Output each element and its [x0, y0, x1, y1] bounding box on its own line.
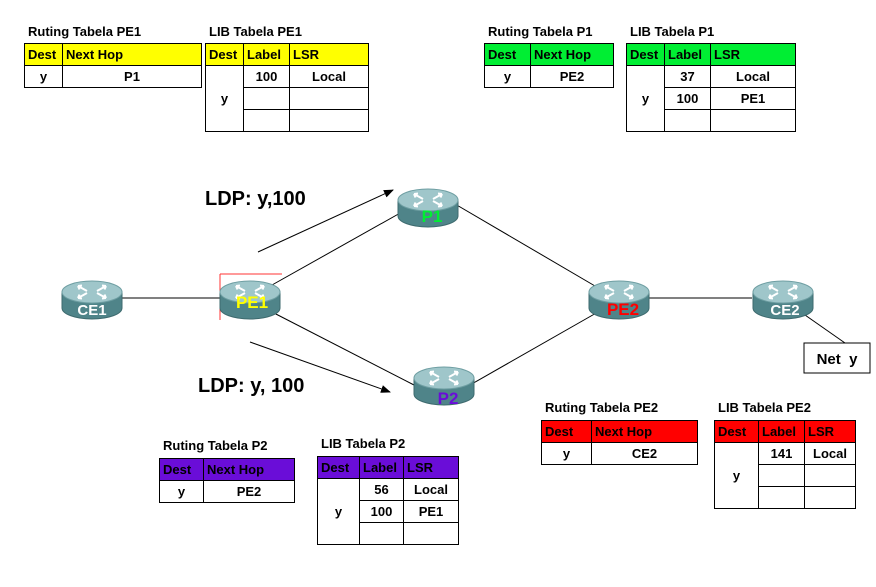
pe1-routing-table: Dest Next Hop y P1 [24, 43, 202, 88]
p1-routing-table-title: Ruting Tabela P1 [488, 24, 593, 39]
pe2-rt-header-next-hop: Next Hop [591, 420, 698, 443]
p2-lib-dest: y [317, 478, 360, 545]
link-p1-pe2 [454, 203, 596, 287]
pe2-routing-table: Dest Next Hop y CE2 [541, 420, 698, 465]
router-label-p2: P2 [438, 389, 459, 408]
ldp-arrow-top [257, 189, 394, 253]
pe1-lib-header-lsr: LSR [289, 43, 369, 66]
router-p2: P2 [413, 366, 475, 408]
p1-lib-table-title: LIB Tabela P1 [630, 24, 715, 39]
pe2-lib-table: Dest Label LSR y 141 Local [714, 420, 856, 509]
pe2-lib-header-dest: Dest [714, 420, 759, 443]
pe2-lib-lsr [804, 486, 856, 509]
pe1-lib-table-title: LIB Tabela PE1 [209, 24, 302, 39]
pe1-rt-next-hop: P1 [62, 65, 202, 88]
ldp-arrow-bottom [249, 341, 391, 393]
p1-routing-table: Dest Next Hop y PE2 [484, 43, 614, 88]
p2-rt-dest: y [159, 480, 204, 503]
p1-lib-lsr [710, 109, 796, 132]
p2-rt-header-next-hop: Next Hop [203, 458, 295, 481]
pe2-lib-lsr: Local [804, 442, 856, 465]
router-p1: P1 [397, 188, 459, 228]
ldp-label-bottom: LDP: y, 100 [198, 375, 304, 397]
p2-rt-next-hop: PE2 [203, 480, 295, 503]
p2-lib-lsr [403, 522, 459, 545]
pe2-rt-dest: y [541, 442, 592, 465]
router-label-pe1: PE1 [236, 293, 268, 312]
pe2-rt-header-dest: Dest [541, 420, 592, 443]
net-label: Net y [817, 351, 859, 368]
pe1-lib-table: Dest Label LSR y 100 Local [205, 43, 369, 132]
p2-lib-lsr: PE1 [403, 500, 459, 523]
pe1-lib-dest: y [205, 65, 244, 132]
router-label-ce2: CE2 [770, 302, 799, 319]
router-label-p1: P1 [422, 207, 443, 226]
link-pe1-p2 [271, 311, 415, 386]
net-box [803, 342, 871, 374]
p2-lib-label: 56 [359, 478, 404, 501]
pe2-lib-table-title: LIB Tabela PE2 [718, 400, 811, 415]
ldp-label-top: LDP: y,100 [205, 188, 306, 210]
pe2-routing-table-title: Ruting Tabela PE2 [545, 400, 659, 415]
p1-lib-label: 100 [664, 87, 711, 110]
pe2-lib-dest: y [714, 442, 759, 509]
pe1-lib-lsr [289, 109, 369, 132]
pe1-lib-label: 100 [243, 65, 290, 88]
p1-rt-next-hop: PE2 [530, 65, 614, 88]
p2-routing-table-title: Ruting Tabela P2 [163, 438, 268, 453]
pe2-rt-next-hop: CE2 [591, 442, 698, 465]
p2-routing-table: Dest Next Hop y PE2 [159, 458, 295, 503]
pe1-routing-table-title: Ruting Tabela PE1 [28, 24, 142, 39]
router-pe2: PE2 [588, 280, 650, 320]
router-label-ce1: CE1 [77, 302, 106, 319]
pe2-lib-label: 141 [758, 442, 805, 465]
p1-rt-header-next-hop: Next Hop [530, 43, 614, 66]
router-label-pe2: PE2 [607, 300, 639, 319]
p2-lib-table-title: LIB Tabela P2 [321, 436, 406, 451]
router-ce2: CE2 [752, 280, 814, 320]
link-p2-pe2 [469, 311, 599, 386]
router-pe1: PE1 [219, 280, 281, 320]
link-pe1-p1 [271, 211, 403, 286]
p1-lib-dest: y [626, 65, 665, 132]
router-ce1: CE1 [61, 280, 123, 320]
